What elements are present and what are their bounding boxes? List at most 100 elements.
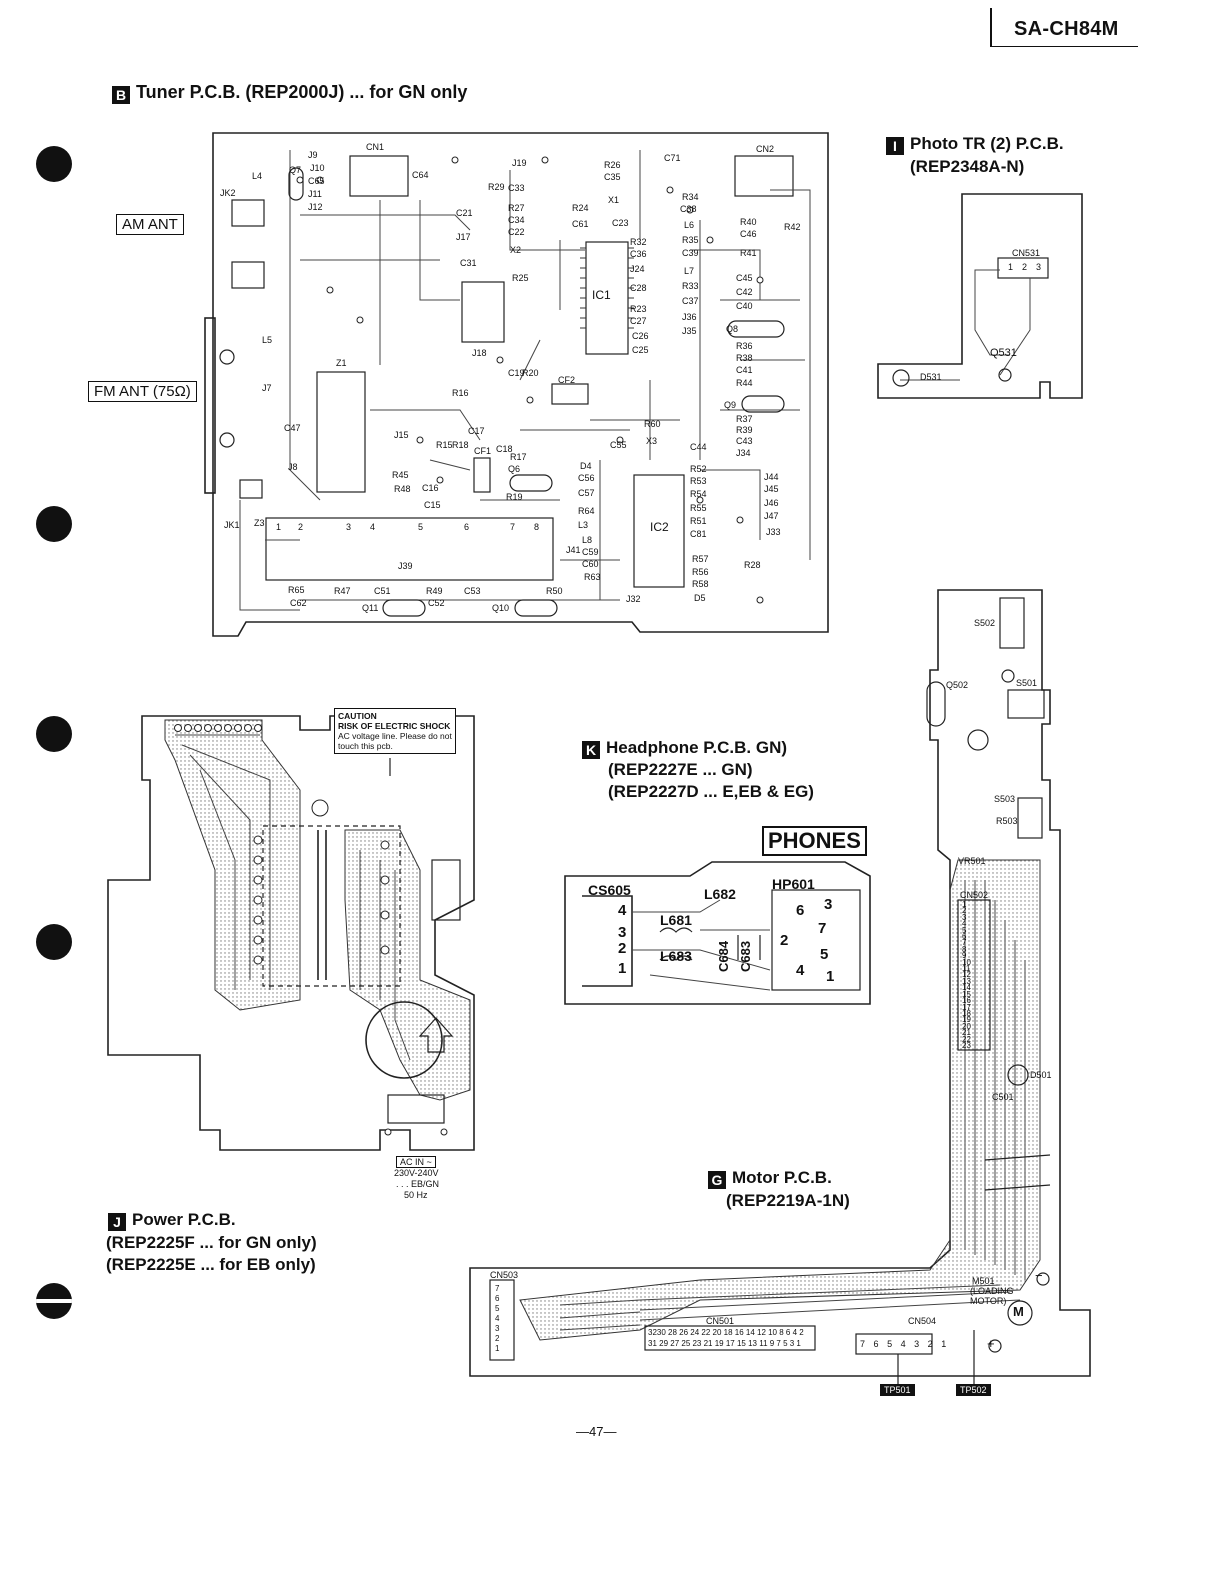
headphone-title-text: Headphone P.C.B. GN) (606, 738, 788, 757)
cn504-pin: 3 (914, 1339, 923, 1349)
cn502-pin: 2 (962, 906, 967, 916)
cn504-pin: 5 (887, 1339, 896, 1349)
part-label-c683: C683 (738, 940, 753, 972)
cs605-pin: 2 (618, 940, 627, 957)
cn504-pin: 4 (900, 1339, 909, 1349)
cn502-pin: 14 (962, 983, 971, 993)
cn502-pin: 3 (962, 912, 967, 922)
headphone-section-badge: K (582, 741, 600, 759)
ac-voltage-label: 230V-240V (394, 1168, 439, 1178)
cn501-top-pins: 3230 28 26 24 22 20 18 16 14 12 10 8 6 4… (648, 1328, 804, 1337)
part-label-cn504: CN504 (908, 1316, 937, 1326)
photo-tr-pcb-title: I Photo TR (2) P.C.B. (886, 134, 1064, 155)
hp601-pin: 7 (818, 920, 827, 937)
hp601-pin: 5 (820, 946, 829, 963)
binding-hole-split-dot (36, 1283, 72, 1319)
electric-shock-caution-box: CAUTION RISK OF ELECTRIC SHOCK AC voltag… (334, 708, 456, 754)
tuner-pcb-board (204, 132, 829, 637)
part-label-q531: Q531 (990, 347, 1017, 359)
part-label-l681: L681 (660, 912, 692, 928)
photo-tr-title-text: Photo TR (2) P.C.B. (910, 134, 1064, 153)
hp601-pin: 2 (780, 932, 789, 949)
tuner-title-text: Tuner P.C.B. (REP2000J) ... for GN only (136, 82, 468, 102)
cn502-pin: 21 (962, 1028, 971, 1038)
part-label-s503: S503 (994, 794, 1016, 804)
part-label-motor: MOTOR) (970, 1296, 1007, 1306)
caution-line-risk: RISK OF ELECTRIC SHOCK (338, 721, 451, 731)
cn502-pin: 10 (962, 957, 971, 967)
part-label-l683: L683 (660, 948, 692, 964)
power-section-badge: J (108, 1213, 126, 1231)
cn502-pin: 15 (962, 989, 971, 999)
cn502-pin: 19 (962, 1015, 971, 1025)
cn531-pin: 2 (1022, 262, 1028, 272)
part-label-cn502: CN502 (960, 890, 989, 900)
cn503-pin: 6 (495, 1294, 500, 1303)
hp601-pin: 3 (824, 896, 833, 913)
cs605-pin: 3 (618, 924, 627, 941)
part-label-m501: M501 (972, 1276, 995, 1286)
cn502-pin: 1 (962, 900, 967, 909)
cn504-pin: 2 (927, 1339, 936, 1349)
headphone-pcb-board (564, 861, 871, 1005)
binding-hole-dot (36, 716, 72, 752)
caution-line-touch: touch this pcb. (338, 741, 393, 751)
photo-tr-section-badge: I (886, 137, 904, 155)
cn502-pin: 16 (962, 996, 971, 1006)
part-label-s502: S502 (974, 618, 996, 628)
am-antenna-label: AM ANT (116, 214, 184, 235)
cn504-pin: 1 (941, 1339, 950, 1349)
cn502-pin: 17 (962, 1002, 971, 1012)
cs605-pin: 1 (618, 960, 627, 977)
part-label-cn531: CN531 (1012, 248, 1041, 258)
photo-tr-pcb-board (877, 193, 1083, 399)
test-point-tp502: TP502 (956, 1384, 991, 1396)
part-label-cn503: CN503 (490, 1270, 519, 1280)
binding-hole-dot (36, 506, 72, 542)
part-label-loading: (LOADING (970, 1286, 1014, 1296)
model-number: SA-CH84M (1014, 18, 1119, 40)
part-label-d501: D501 (1030, 1070, 1052, 1080)
ac-frequency-label: 50 Hz (404, 1190, 428, 1200)
motor-minus-terminal-icon: − (1035, 1268, 1043, 1283)
part-label-hp601: HP601 (772, 876, 815, 892)
cn504-pin: 7 (860, 1339, 869, 1349)
cn531-pin: 3 (1036, 262, 1042, 272)
cn503-pin: 3 (495, 1324, 500, 1333)
caution-heading: CAUTION (338, 711, 377, 721)
photo-tr-model: (REP2348A-N) (910, 157, 1025, 176)
cn531-pin: 1 (1008, 262, 1014, 272)
headphone-pcb-title: K Headphone P.C.B. GN) (582, 738, 787, 759)
cn504-pin-list: 7 6 5 4 3 2 1 (860, 1339, 949, 1349)
hp601-pin: 1 (826, 968, 835, 985)
part-label-q502: Q502 (946, 680, 969, 690)
fm-antenna-label: FM ANT (75Ω) (88, 381, 197, 402)
cn502-pin: 11 (962, 964, 971, 974)
part-label-d531: D531 (920, 372, 942, 382)
motor-model: (REP2219A-1N) (726, 1191, 850, 1210)
cn502-pin: 22 (962, 1034, 971, 1044)
phones-label: PHONES (762, 826, 867, 856)
cn502-pin: 4 (962, 919, 967, 929)
cn502-pin: 23 (962, 1040, 971, 1050)
cn502-pin: 12 (962, 970, 971, 980)
power-pcb-board (107, 715, 475, 1151)
caution-line-ac: AC voltage line. Please do not (338, 731, 452, 741)
cn502-pin: 5 (962, 925, 967, 935)
part-label-c684: C684 (716, 940, 731, 972)
motor-symbol-icon: M (1013, 1304, 1024, 1319)
motor-section-badge: G (708, 1171, 726, 1189)
cn501-bottom-pins: 31 29 27 25 23 21 19 17 15 13 11 9 7 5 3… (648, 1339, 801, 1348)
cn502-pin: 9 (962, 951, 967, 961)
binding-hole-dot (36, 924, 72, 960)
tuner-pcb-title: B Tuner P.C.B. (REP2000J) ... for GN only (112, 82, 467, 104)
cn503-pin: 5 (495, 1304, 500, 1313)
cn502-pin: 18 (962, 1008, 971, 1018)
part-label-vr501: VR501 (958, 856, 986, 866)
cn502-pin: 7 (962, 938, 967, 948)
part-label-r503: R503 (996, 816, 1018, 826)
tuner-section-badge: B (112, 86, 130, 104)
part-label-l682: L682 (704, 886, 736, 902)
